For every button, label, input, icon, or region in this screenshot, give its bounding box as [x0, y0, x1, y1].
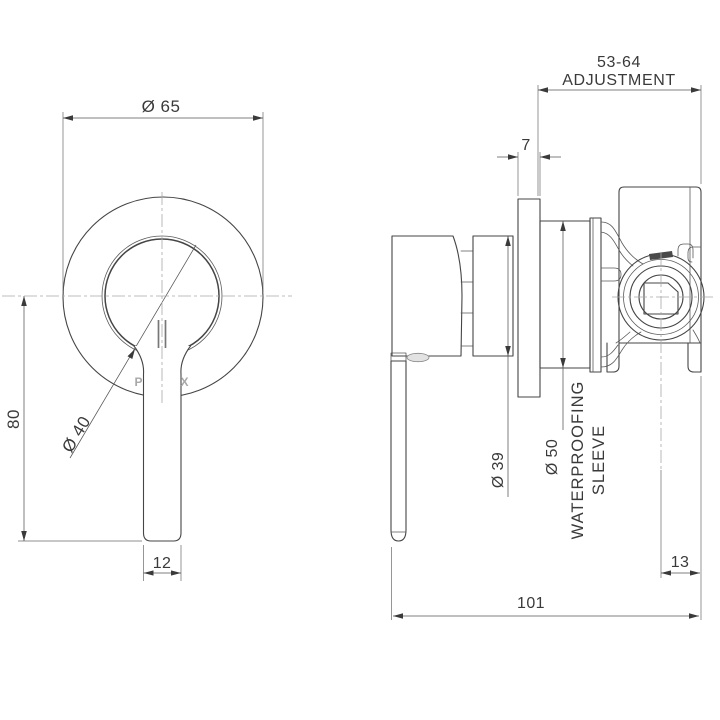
- valve-neck: [600, 221, 701, 368]
- dim-text-diameter-39: Ø 39: [490, 452, 507, 488]
- dim-text-53-64: 53-64: [597, 54, 641, 71]
- dim-lever-width: 12: [143, 545, 182, 581]
- dim-text-diameter-65: Ø 65: [142, 97, 181, 116]
- lever-stem: [133, 345, 192, 542]
- sleeve-label-line2: SLEEVE: [590, 425, 608, 495]
- dim-centre-offset: 13: [660, 376, 702, 620]
- clip-hook: [677, 243, 694, 259]
- brand-letter-right: X: [180, 375, 189, 389]
- dim-flange-thickness: 7: [497, 137, 561, 196]
- dim-bonnet-diameter: Ø 39: [490, 236, 511, 497]
- bracket-foot-right: [687, 342, 702, 373]
- lever-arm-joint: [390, 352, 407, 362]
- brand-letter-left: P: [134, 375, 143, 389]
- dim-text-diameter-50: Ø 50: [544, 439, 561, 475]
- front-centerlines: [2, 192, 292, 405]
- sleeve-label-line1: WATERPROOFING: [569, 381, 587, 540]
- dim-overall-depth: 101: [391, 547, 699, 620]
- waterproofing-sleeve: [539, 220, 591, 369]
- dim-text-101: 101: [517, 595, 545, 612]
- lever-arm-side: [390, 360, 407, 542]
- dim-text-7: 7: [521, 137, 530, 154]
- dim-text-12: 12: [153, 555, 172, 572]
- side-view: 53-64 ADJUSTMENT 7 Ø 39: [390, 54, 714, 620]
- set-screw: [406, 352, 430, 363]
- lever-stem-mask: [134, 346, 191, 541]
- dim-text-13: 13: [671, 554, 690, 571]
- cartridge-steps: [460, 250, 474, 347]
- dim-text-80: 80: [4, 409, 23, 429]
- sleeve-rim: [589, 217, 602, 373]
- valve-spindle: [643, 282, 679, 315]
- bonnet: [472, 235, 514, 357]
- front-view: Ø 40 P X Ø 65 80: [2, 97, 292, 581]
- bracket-foot-left: [606, 342, 620, 373]
- dim-handle-length: 80: [4, 296, 142, 542]
- dim-text-diameter-40: Ø 40: [58, 413, 94, 456]
- dim-plate-diameter: Ø 65: [62, 97, 264, 292]
- dim-text-adjustment: ADJUSTMENT: [562, 72, 676, 89]
- side-centerlines: [612, 252, 714, 470]
- wall-flange: [517, 198, 541, 398]
- dim-adjustment: 53-64 ADJUSTMENT: [537, 54, 702, 196]
- lever-head-side: [391, 235, 463, 357]
- sleeve-label: WATERPROOFING SLEEVE: [569, 381, 608, 540]
- handle-indicator-lines: [157, 320, 167, 348]
- dim-sleeve-diameter: Ø 50: [544, 221, 566, 475]
